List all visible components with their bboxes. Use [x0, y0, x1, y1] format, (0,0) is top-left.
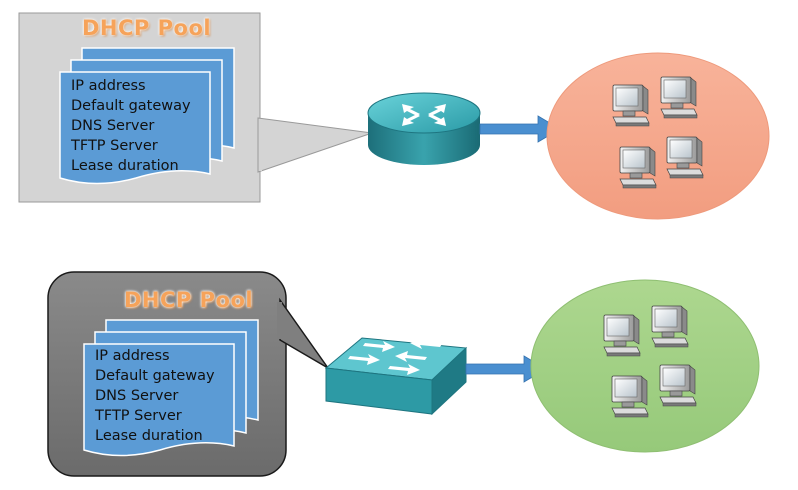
- pool-item: IP address: [71, 78, 146, 94]
- pool-item: Lease duration: [71, 158, 179, 174]
- client-pc-icon: [660, 76, 698, 119]
- switch-icon: [324, 337, 468, 416]
- pool-item: TFTP Server: [71, 138, 158, 154]
- top-pool-title: DHCP Pool: [82, 16, 212, 40]
- client-pc-icon: [659, 364, 697, 407]
- client-pc-icon: [612, 84, 650, 127]
- bottom-network-cloud: [530, 279, 760, 453]
- client-pc-icon: [611, 375, 649, 418]
- top-pool-items: IP address Default gateway DNS Server TF…: [71, 76, 191, 176]
- pool-item: DNS Server: [95, 388, 179, 404]
- pool-item: Default gateway: [95, 368, 215, 384]
- client-pc-icon: [651, 305, 689, 348]
- pool-item: IP address: [95, 348, 170, 364]
- top-network-cloud: [546, 52, 770, 220]
- client-pc-icon: [603, 314, 641, 357]
- pool-item: DNS Server: [71, 118, 155, 134]
- pool-item: TFTP Server: [95, 408, 182, 424]
- pool-item: Default gateway: [71, 98, 191, 114]
- bottom-pool-items: IP address Default gateway DNS Server TF…: [95, 346, 215, 446]
- bottom-client-group: [603, 305, 697, 418]
- client-pc-icon: [666, 136, 704, 179]
- bottom-pool-documents: [83, 319, 259, 457]
- router-icon: [367, 92, 481, 165]
- top-pool-documents: [59, 47, 235, 185]
- top-client-group: [612, 76, 704, 189]
- pool-item: Lease duration: [95, 428, 203, 444]
- bottom-pool-title: DHCP Pool: [124, 288, 254, 312]
- client-pc-icon: [619, 146, 657, 189]
